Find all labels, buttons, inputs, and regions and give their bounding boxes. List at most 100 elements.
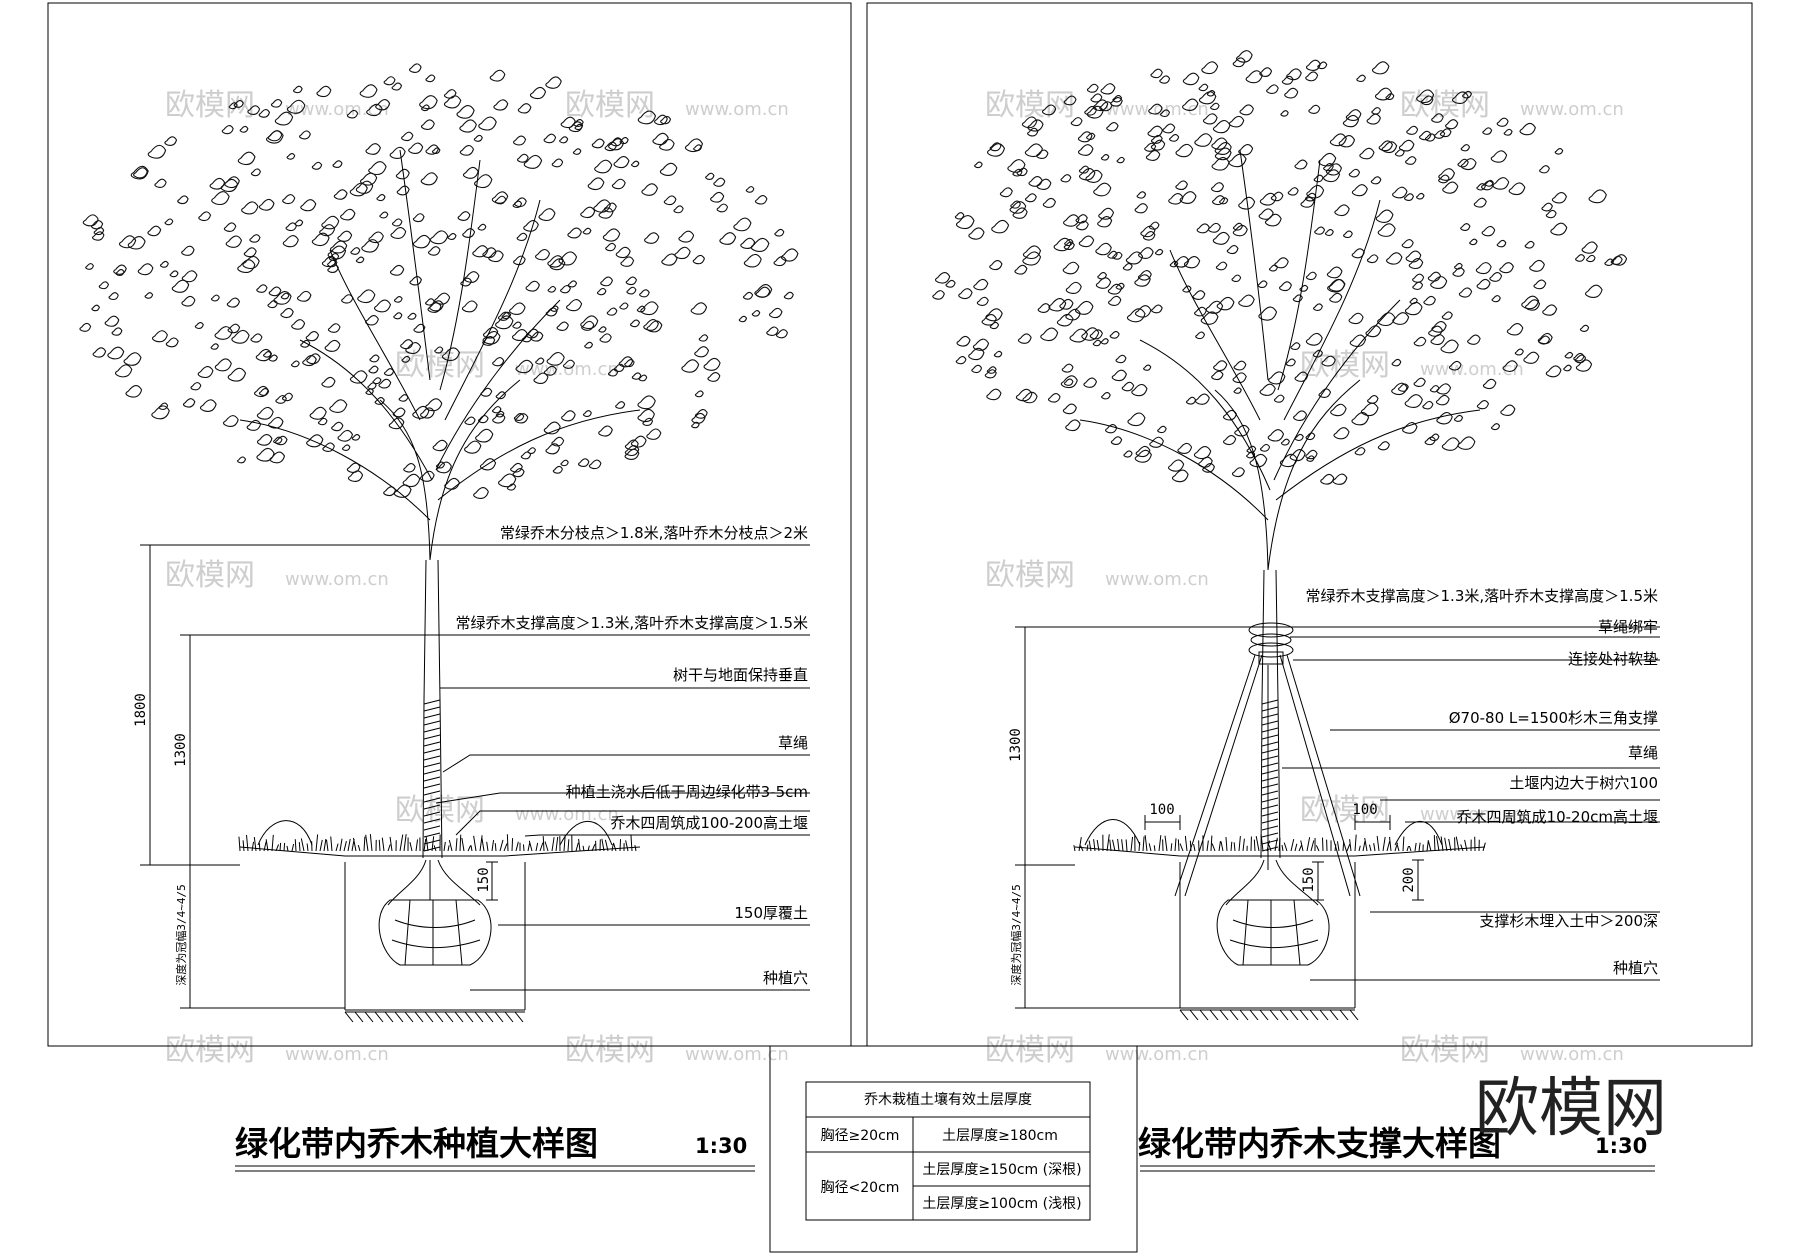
leaf-cluster [1611,254,1628,266]
leaf-cluster [1500,404,1516,416]
leaf-cluster [1040,327,1059,342]
leaf-cluster [1063,241,1075,250]
leaf-cluster [1169,133,1180,142]
leaf-cluster [754,195,768,205]
watermark-url-faint: www.om.cn [285,99,389,120]
leaf-cluster [1223,435,1237,446]
leaf-cluster [690,302,708,315]
leaf-cluster [991,219,1010,234]
leaf-cluster [506,483,517,491]
leaf-cluster [375,99,391,111]
leaf-cluster [968,347,985,361]
leaf-cluster [457,211,471,221]
leaf-cluster [974,161,983,169]
leaf-cluster [754,284,773,298]
leaf-cluster [1564,351,1574,359]
watermark-url-faint: www.om.cn [685,99,789,120]
leaf-cluster [1056,313,1074,327]
leaf-cluster [1159,75,1171,84]
leaf-cluster [493,99,509,111]
leaf-cluster [366,103,383,117]
leaf-cluster [591,138,605,149]
leaf-cluster [340,208,356,221]
leaf-cluster [510,462,523,473]
leaf-cluster [495,391,507,400]
leaf-cluster [369,354,380,363]
leaf-cluster [1334,204,1350,217]
leaf-cluster [409,275,422,286]
leaf-cluster [1078,144,1094,156]
leaf-cluster [543,421,561,435]
leaf-cluster [631,372,642,380]
leaf-cluster [319,224,336,237]
leaf-cluster [1182,285,1192,293]
leaf-cluster [495,315,514,330]
leaf-cluster [104,315,120,327]
leaf-cluster [383,76,396,86]
right-label-planting-pit: 种植穴 [1613,959,1658,977]
leaf-cluster [1317,61,1328,70]
leaf-cluster [123,352,142,366]
leaf-cluster [1412,281,1424,290]
leaf-cluster [1359,147,1375,160]
leaf-cluster [1069,328,1088,343]
leaf-cluster [733,217,752,232]
leaf-cluster [1460,144,1471,152]
left-dim-1800: 1800 [133,693,149,727]
leaf-cluster [1134,274,1151,287]
leaf-cluster [1148,103,1163,115]
leaf-cluster [1342,114,1360,128]
leaf-cluster [393,312,403,320]
watermark-url-faint: www.om.cn [285,569,389,590]
leaf-cluster [1386,252,1403,265]
right-label-stake-depth: 支撑杉木埋入土中＞200深 [1479,912,1658,930]
leaf-cluster [1267,429,1285,442]
leaf-cluster [1514,348,1524,356]
leaf-cluster [1233,360,1247,371]
leaf-cluster [543,133,557,144]
leaf-cluster [227,367,247,382]
leaf-cluster [1097,272,1107,280]
leaf-cluster [1238,144,1254,156]
leaf-cluster [210,343,219,350]
leaf-cluster [270,99,283,108]
leaf-cluster [1508,182,1526,196]
soil-table-row1-diameter: 胸径≥20cm [821,1128,900,1144]
leaf-cluster [1469,238,1478,246]
leaf-cluster [1280,438,1290,446]
leaf-cluster [1401,239,1414,249]
leaf-cluster [1445,119,1459,130]
leaf-cluster [626,286,637,295]
leaf-cluster [1134,449,1152,463]
leaf-cluster [1541,202,1553,212]
leaf-cluster [1009,201,1027,214]
leaf-cluster [227,323,241,334]
leaf-cluster [349,182,368,197]
leaf-cluster [267,300,278,309]
leaf-cluster [1284,87,1299,99]
leaf-cluster [511,329,528,342]
leaf-cluster [290,360,300,368]
watermark-brand-faint: 欧模网 [565,88,655,123]
leaf-cluster [1581,241,1598,254]
leaf-cluster [630,160,640,168]
leaf-cluster [1554,148,1564,155]
leaf-cluster [408,142,424,154]
leaf-cluster [1182,98,1199,111]
leaf-cluster [209,177,226,190]
leaf-cluster [475,428,494,443]
leaf-cluster [545,443,561,455]
leaf-cluster [582,410,592,418]
leaf-cluster [247,105,261,115]
leaf-cluster [1140,225,1156,238]
leaf-cluster [1077,131,1093,143]
leaf-cluster [1545,209,1557,219]
leaf-cluster [527,447,537,454]
leaf-cluster [1173,256,1190,268]
leaf-cluster [1360,402,1379,417]
leaf-cluster [427,302,442,313]
leaf-cluster [1579,324,1590,332]
leaf-cluster [1398,139,1415,152]
leaf-cluster [222,415,239,427]
